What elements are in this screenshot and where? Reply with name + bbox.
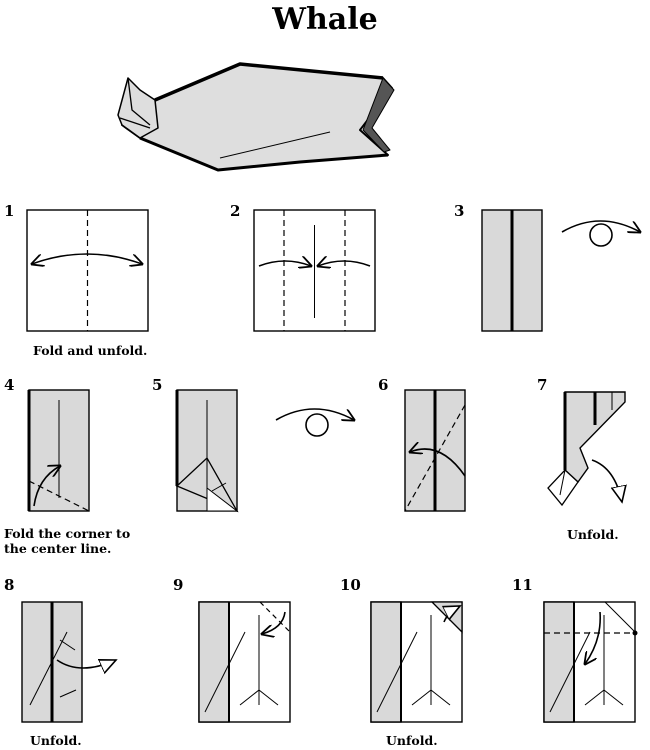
step-11-diagram: 11 xyxy=(512,576,638,723)
step-3-number: 3 xyxy=(454,202,464,220)
fold-corner-arrow xyxy=(33,466,60,507)
step-1-caption: Fold and unfold. xyxy=(33,343,148,358)
step-1-diagram: 1 xyxy=(4,202,149,332)
unfold-arrow xyxy=(591,459,622,502)
fold-arrow xyxy=(262,611,286,634)
step-9-number: 9 xyxy=(173,576,183,594)
step-6-diagram: 6 xyxy=(378,376,466,512)
whale-back-edge xyxy=(154,62,384,102)
step-10-caption: Unfold. xyxy=(386,733,438,748)
step-7-caption: Unfold. xyxy=(567,527,619,542)
whale-tail-shade xyxy=(362,77,395,153)
whale-belly-edge xyxy=(139,136,389,172)
step-9-diagram: 9 xyxy=(173,576,291,723)
fold-arrow xyxy=(410,449,466,477)
step-10-number: 10 xyxy=(340,576,361,594)
step-8-diagram: 8 xyxy=(4,576,116,723)
unfold-arrow xyxy=(56,660,116,668)
step-8-number: 8 xyxy=(4,576,14,594)
fold-arrow-left xyxy=(258,261,311,266)
fold-arrow xyxy=(585,611,602,664)
step-5-number: 5 xyxy=(152,376,162,394)
step-8-caption: Unfold. xyxy=(30,733,82,748)
step-4-caption: Fold the corner to the center line. xyxy=(4,526,131,556)
step-7-number: 7 xyxy=(537,376,547,394)
whale-body xyxy=(121,63,393,171)
step-2-number: 2 xyxy=(230,202,240,220)
step-5-diagram: 5 xyxy=(152,376,354,513)
unfold-arrow xyxy=(444,606,460,623)
whale-head-flap xyxy=(117,77,159,139)
step-6-number: 6 xyxy=(378,376,388,394)
valley-fold-arrow xyxy=(32,253,142,264)
finished-whale-illustration xyxy=(117,62,395,172)
step-11-number: 11 xyxy=(512,576,533,594)
turn-over-icon xyxy=(275,408,354,437)
step-3-diagram: 3 xyxy=(454,202,640,332)
step-10-diagram: 10 xyxy=(340,576,463,723)
step-4-diagram: 4 xyxy=(4,376,90,512)
turn-over-icon xyxy=(561,220,640,247)
step-7-diagram: 7 xyxy=(537,376,625,507)
page-title: Whale xyxy=(272,2,378,37)
fold-arrow-right xyxy=(318,261,371,266)
step-2-diagram: 2 xyxy=(230,202,376,332)
step-1-number: 1 xyxy=(4,202,14,220)
step-4-number: 4 xyxy=(4,376,14,394)
